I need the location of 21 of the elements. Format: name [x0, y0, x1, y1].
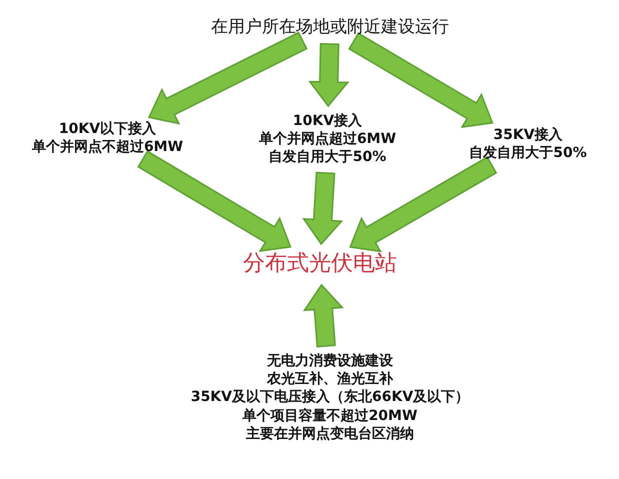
- block-arrow: [308, 43, 350, 108]
- condition-text: 单个并网点超过6MW: [258, 130, 396, 148]
- block-arrow: [302, 284, 344, 348]
- condition-text: 主要在并网点变电台区消纳: [246, 424, 414, 443]
- condition-text: 自发自用大于50%: [268, 148, 386, 167]
- condition-text: 10KV接入: [292, 112, 362, 130]
- station-title: 分布式光伏电站: [243, 250, 397, 278]
- condition-text: 10KV以下接入: [58, 120, 156, 138]
- condition-text: 农光互补、渔光互补: [267, 370, 393, 388]
- condition-text: 单个项目容量不超过20MW: [242, 406, 418, 425]
- block-arrow: [349, 156, 498, 252]
- condition-text: 35KV及以下电压接入（东北66KV及以下）: [190, 388, 470, 407]
- condition-text: 自发自用大于50%: [469, 144, 587, 162]
- block-arrow: [302, 172, 344, 246]
- block-arrow: [148, 32, 308, 125]
- condition-text: 单个并网点不超过6MW: [32, 138, 184, 156]
- block-arrow: [348, 32, 494, 128]
- block-arrow: [137, 150, 292, 252]
- condition-text: 35KV接入: [493, 126, 563, 144]
- condition-text: 在用户所在场地或附近建设运行: [211, 16, 449, 38]
- condition-text: 无电力消费设施建设: [267, 352, 393, 370]
